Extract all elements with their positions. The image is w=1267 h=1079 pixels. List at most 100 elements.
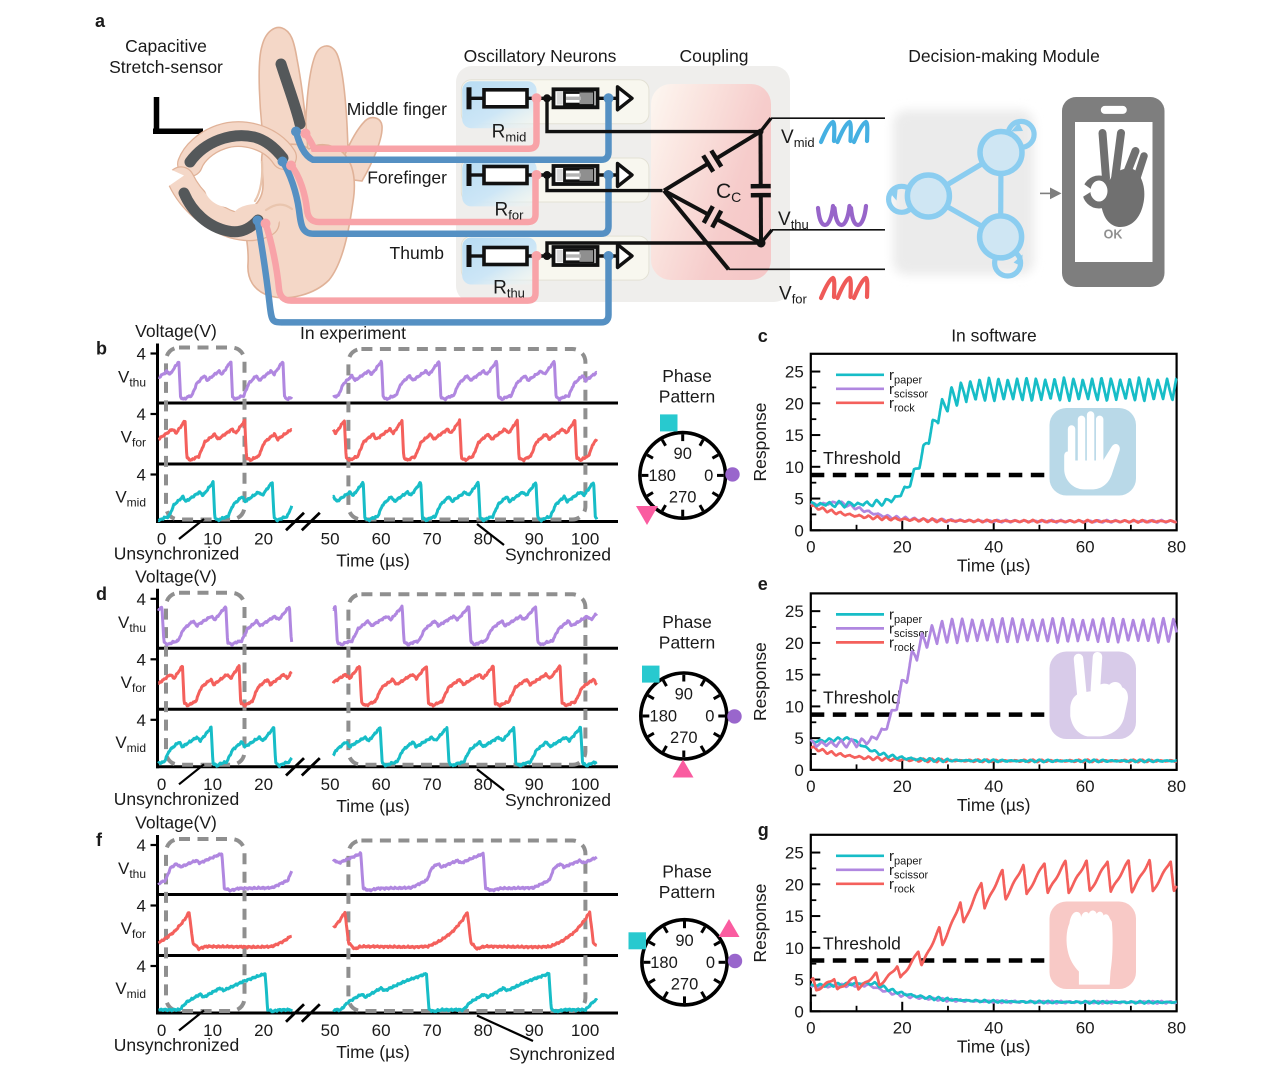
svg-text:4: 4 bbox=[137, 897, 146, 916]
svg-text:40: 40 bbox=[984, 777, 1003, 796]
svg-text:100: 100 bbox=[571, 775, 599, 794]
svg-text:Phase: Phase bbox=[662, 612, 712, 632]
svg-text:Synchronized: Synchronized bbox=[509, 1044, 615, 1064]
svg-text:20: 20 bbox=[254, 775, 273, 794]
svg-text:20: 20 bbox=[254, 530, 273, 549]
svg-text:180: 180 bbox=[648, 467, 676, 485]
svg-text:0: 0 bbox=[705, 708, 714, 726]
svg-text:Vfor: Vfor bbox=[121, 428, 146, 450]
svg-text:10: 10 bbox=[203, 1021, 222, 1040]
svg-text:50: 50 bbox=[321, 530, 340, 549]
svg-text:4: 4 bbox=[137, 590, 146, 609]
svg-text:Voltage(V): Voltage(V) bbox=[135, 321, 217, 341]
svg-text:Time (µs): Time (µs) bbox=[957, 555, 1031, 575]
svg-text:15: 15 bbox=[785, 907, 804, 926]
svg-text:80: 80 bbox=[1167, 1018, 1186, 1037]
svg-text:20: 20 bbox=[893, 537, 912, 556]
svg-text:90: 90 bbox=[675, 686, 693, 704]
svg-text:100: 100 bbox=[571, 1021, 599, 1040]
svg-text:20: 20 bbox=[254, 1021, 273, 1040]
svg-text:20: 20 bbox=[893, 777, 912, 796]
svg-text:4: 4 bbox=[137, 836, 146, 855]
svg-text:60: 60 bbox=[372, 775, 391, 794]
svg-text:Threshold: Threshold bbox=[823, 688, 901, 708]
svg-text:10: 10 bbox=[785, 458, 804, 477]
svg-text:Pattern: Pattern bbox=[659, 882, 715, 902]
svg-text:5: 5 bbox=[794, 729, 803, 748]
svg-text:20: 20 bbox=[785, 634, 804, 653]
svg-text:50: 50 bbox=[321, 1021, 340, 1040]
svg-text:Synchronized: Synchronized bbox=[505, 790, 611, 810]
svg-text:Coupling: Coupling bbox=[679, 46, 748, 66]
svg-text:Pattern: Pattern bbox=[659, 633, 715, 653]
svg-text:10: 10 bbox=[203, 775, 222, 794]
svg-text:0: 0 bbox=[704, 467, 713, 485]
svg-text:60: 60 bbox=[1076, 777, 1095, 796]
svg-text:0: 0 bbox=[794, 1002, 803, 1021]
svg-text:Time (µs): Time (µs) bbox=[336, 551, 410, 571]
svg-text:b: b bbox=[96, 339, 107, 359]
svg-text:25: 25 bbox=[785, 363, 804, 382]
svg-text:0: 0 bbox=[157, 775, 166, 794]
svg-text:25: 25 bbox=[785, 602, 804, 621]
svg-text:Threshold: Threshold bbox=[823, 448, 901, 468]
svg-text:25: 25 bbox=[785, 844, 804, 863]
svg-text:Voltage(V): Voltage(V) bbox=[135, 813, 217, 833]
svg-text:Time (µs): Time (µs) bbox=[336, 796, 410, 816]
svg-text:4: 4 bbox=[137, 466, 146, 485]
svg-text:70: 70 bbox=[423, 530, 442, 549]
svg-text:4: 4 bbox=[137, 405, 146, 424]
svg-text:Unsynchronized: Unsynchronized bbox=[114, 789, 239, 809]
svg-text:270: 270 bbox=[671, 975, 699, 993]
svg-text:270: 270 bbox=[670, 729, 698, 747]
svg-text:Response: Response bbox=[750, 642, 770, 721]
svg-text:In software: In software bbox=[951, 326, 1037, 346]
svg-text:60: 60 bbox=[1076, 537, 1095, 556]
svg-text:Unsynchronized: Unsynchronized bbox=[114, 1035, 239, 1055]
svg-text:4: 4 bbox=[137, 957, 146, 976]
svg-text:10: 10 bbox=[785, 939, 804, 958]
svg-text:Phase: Phase bbox=[662, 366, 712, 386]
svg-text:g: g bbox=[758, 820, 769, 840]
svg-text:c: c bbox=[758, 326, 768, 346]
svg-text:80: 80 bbox=[1167, 537, 1186, 556]
svg-text:90: 90 bbox=[525, 530, 544, 549]
svg-text:15: 15 bbox=[785, 666, 804, 685]
svg-text:60: 60 bbox=[372, 530, 391, 549]
svg-text:180: 180 bbox=[650, 954, 678, 972]
svg-text:Decision-making Module: Decision-making Module bbox=[908, 46, 1100, 66]
svg-text:Time (µs): Time (µs) bbox=[957, 795, 1031, 815]
svg-text:20: 20 bbox=[785, 394, 804, 413]
svg-text:Oscillatory Neurons: Oscillatory Neurons bbox=[464, 46, 617, 66]
svg-text:10: 10 bbox=[785, 697, 804, 716]
svg-text:180: 180 bbox=[650, 708, 678, 726]
svg-text:a: a bbox=[95, 11, 106, 31]
svg-text:Middle finger: Middle finger bbox=[347, 99, 447, 119]
svg-text:90: 90 bbox=[525, 775, 544, 794]
svg-text:Forefinger: Forefinger bbox=[367, 168, 447, 188]
svg-text:10: 10 bbox=[203, 530, 222, 549]
svg-text:Threshold: Threshold bbox=[823, 934, 901, 954]
svg-text:0: 0 bbox=[794, 521, 803, 540]
svg-text:Time (µs): Time (µs) bbox=[957, 1036, 1031, 1056]
svg-text:Synchronized: Synchronized bbox=[505, 545, 611, 565]
svg-text:OK: OK bbox=[1104, 228, 1123, 242]
svg-text:80: 80 bbox=[474, 530, 493, 549]
svg-text:40: 40 bbox=[984, 1018, 1003, 1037]
svg-text:80: 80 bbox=[1167, 777, 1186, 796]
svg-text:80: 80 bbox=[474, 775, 493, 794]
svg-text:0: 0 bbox=[806, 1018, 815, 1037]
svg-text:15: 15 bbox=[785, 426, 804, 445]
svg-text:40: 40 bbox=[984, 537, 1003, 556]
svg-text:f: f bbox=[96, 830, 103, 850]
svg-text:4: 4 bbox=[137, 650, 146, 669]
svg-text:60: 60 bbox=[1076, 1018, 1095, 1037]
svg-text:In experiment: In experiment bbox=[300, 323, 406, 343]
svg-text:20: 20 bbox=[893, 1018, 912, 1037]
svg-text:0: 0 bbox=[157, 1021, 166, 1040]
svg-text:Time (µs): Time (µs) bbox=[336, 1042, 410, 1062]
svg-text:Pattern: Pattern bbox=[659, 387, 715, 407]
svg-text:4: 4 bbox=[137, 711, 146, 730]
svg-text:Phase: Phase bbox=[662, 862, 712, 882]
svg-text:Thumb: Thumb bbox=[390, 243, 444, 263]
